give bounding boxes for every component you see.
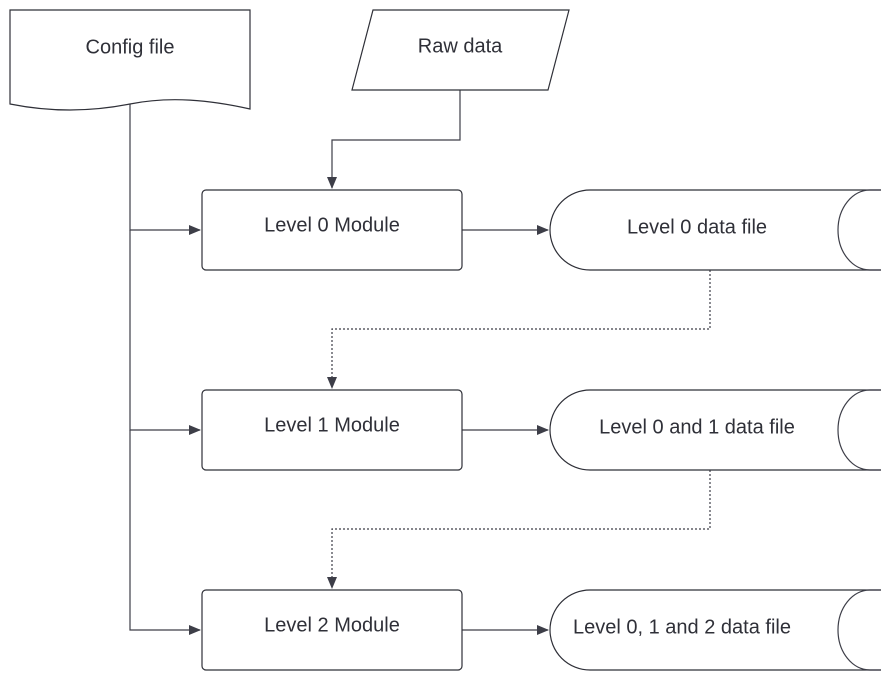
level0-datafile-node[interactable]: Level 0 data file xyxy=(549,189,881,271)
rawdata-to-level0-connector xyxy=(327,90,461,189)
document-shape xyxy=(9,9,251,111)
config-file-label: Config file xyxy=(86,36,175,58)
datafile01-to-level2-dotted-connector xyxy=(327,470,711,589)
level0-module-node[interactable]: Level 0 Module xyxy=(201,189,463,271)
level01-datafile-node[interactable]: Level 0 and 1 data file xyxy=(549,389,881,471)
level01-datafile-label: Level 0 and 1 data file xyxy=(599,416,795,438)
stored-data-end-cap xyxy=(837,189,881,271)
process-box xyxy=(201,189,463,271)
level012-datafile-node[interactable]: Level 0, 1 and 2 data file xyxy=(549,589,881,671)
stored-data-end-cap xyxy=(837,589,881,671)
level0-module-label: Level 0 Module xyxy=(264,214,400,236)
level1-module-node[interactable]: Level 1 Module xyxy=(201,389,463,471)
level2-module-node[interactable]: Level 2 Module xyxy=(201,589,463,671)
stored-data-end-cap xyxy=(837,389,881,471)
raw-data-node[interactable]: Raw data xyxy=(351,9,570,91)
level012-datafile-label: Level 0, 1 and 2 data file xyxy=(573,616,791,638)
parallelogram-shape xyxy=(351,9,570,91)
config-to-level1-connector xyxy=(129,230,201,435)
stored-data-shape xyxy=(549,589,881,671)
level1-module-label: Level 1 Module xyxy=(264,414,400,436)
level2-module-label: Level 2 Module xyxy=(264,614,400,636)
process-box xyxy=(201,389,463,471)
config-to-level2-connector xyxy=(129,430,201,635)
stored-data-shape xyxy=(549,189,881,271)
config-file-node[interactable]: Config file xyxy=(9,9,251,111)
level0-datafile-label: Level 0 data file xyxy=(627,216,767,238)
raw-data-label: Raw data xyxy=(418,35,503,57)
stored-data-shape xyxy=(549,389,881,471)
process-box xyxy=(201,589,463,671)
datafile0-to-level1-dotted-connector xyxy=(327,270,711,389)
config-to-level0-connector xyxy=(129,104,201,235)
